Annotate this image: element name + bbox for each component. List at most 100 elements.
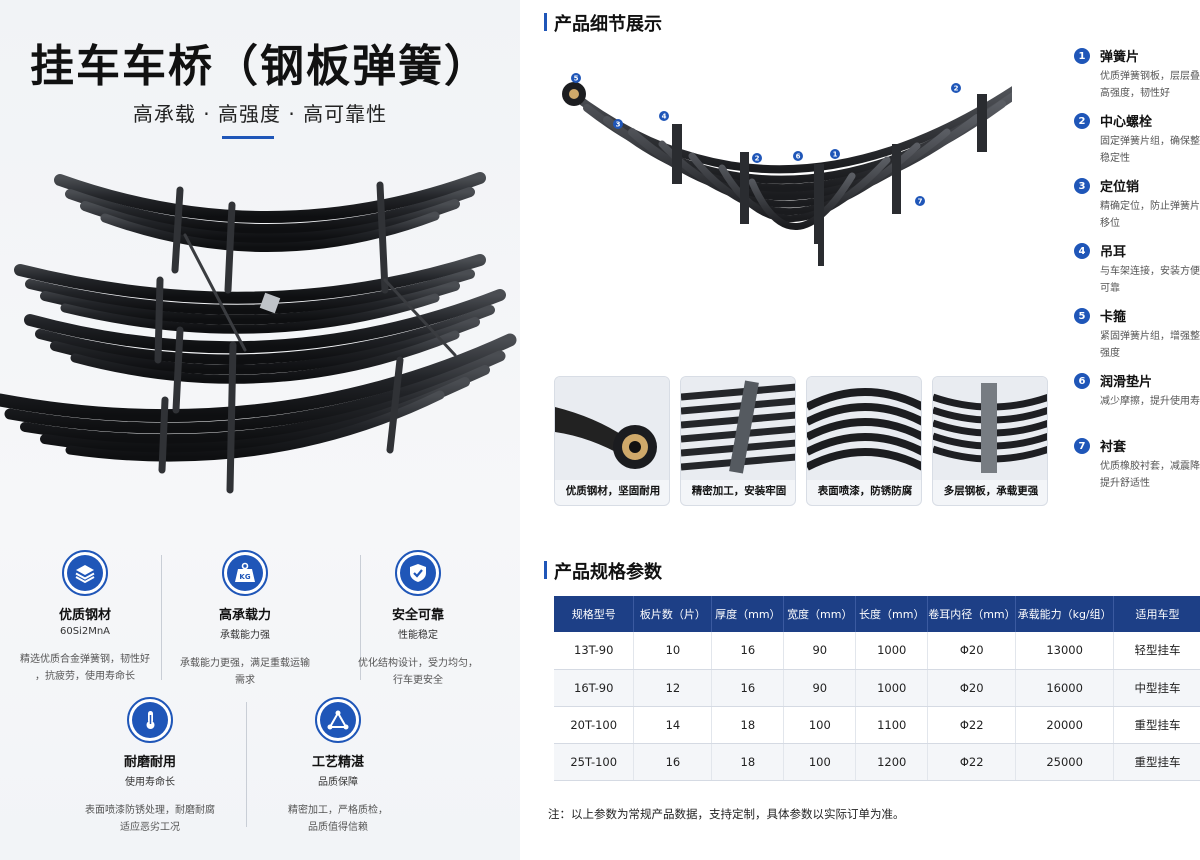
part-name: 卡箍 <box>1100 310 1127 325</box>
page-title: 挂车车桥（钢板弹簧） <box>30 41 490 92</box>
table-cell: 20000 <box>1015 706 1115 744</box>
part-number-badge: 1 <box>1074 48 1090 64</box>
triangle-nodes-icon <box>315 697 361 743</box>
feature-sub: 60Si2MnA <box>59 626 111 637</box>
feature-sub: 使用寿命长 <box>125 777 175 788</box>
clamp-closeup-image <box>681 377 795 480</box>
thermometer-icon <box>127 697 173 743</box>
part-number-badge: 2 <box>1074 113 1090 129</box>
feature-desc: 精密加工，严格质检， 品质值得信赖 <box>288 805 388 833</box>
feature-sub: 承载能力强 <box>220 630 270 641</box>
part-desc: 精确定位，防止弹簧片移位 <box>1100 201 1200 229</box>
weight-kg-icon: KG <box>222 550 268 596</box>
part-desc: 优质弹簧钢板，层层叠加高强度，韧性好 <box>1100 71 1200 99</box>
table-cell: 25T-100 <box>554 743 635 781</box>
part-number-badge: 6 <box>1074 373 1090 389</box>
table-cell: 重型挂车 <box>1113 706 1200 744</box>
thumbnail-caption: 多层钢板，承载更强 <box>943 485 1039 497</box>
part-number-badge: 4 <box>1074 243 1090 259</box>
column-header: 规格型号 <box>554 596 635 632</box>
table-cell: 20T-100 <box>554 706 635 744</box>
feature-safety: 安全可靠 性能稳定 优化结构设计，受力均匀， 行车更安全 <box>343 550 493 689</box>
spring-eye-closeup-image <box>555 377 669 480</box>
feature-name: 优质钢材 <box>58 608 111 623</box>
svg-text:1: 1 <box>833 151 838 159</box>
column-header: 板片数（片） <box>633 596 713 632</box>
title-divider <box>222 136 274 139</box>
divider <box>246 702 247 827</box>
table-cell: 90 <box>783 669 857 707</box>
feature-sub: 品质保障 <box>318 777 358 788</box>
part-desc: 减少摩擦，提升使用寿命 <box>1100 396 1200 407</box>
part-number-badge: 3 <box>1074 178 1090 194</box>
painted-surface-closeup-image <box>807 377 921 480</box>
part-name: 润滑垫片 <box>1100 375 1153 390</box>
feature-name: 工艺精湛 <box>311 755 364 770</box>
layers-icon <box>62 550 108 596</box>
table-cell: 14 <box>633 706 713 744</box>
svg-text:5: 5 <box>574 75 579 83</box>
part-desc: 优质橡胶衬套，减震降噪提升舒适性 <box>1100 461 1200 489</box>
multi-leaf-closeup-image <box>933 377 1047 480</box>
parts-list: 1 弹簧片 优质弹簧钢板，层层叠加高强度，韧性好 2 中心螺栓 固定弹簧片组，确… <box>1074 46 1200 501</box>
part-item: 3 定位销 精确定位，防止弹簧片移位 <box>1074 176 1200 241</box>
column-header: 宽度（mm） <box>783 596 857 632</box>
table-cell: 中型挂车 <box>1113 669 1200 707</box>
part-number-badge: 7 <box>1074 438 1090 454</box>
column-header: 厚度（mm） <box>711 596 785 632</box>
column-header: 适用车型 <box>1113 596 1200 632</box>
svg-text:7: 7 <box>918 198 923 206</box>
feature-durable: 耐磨耐用 使用寿命长 表面喷漆防锈处理，耐磨耐腐 适应恶劣工况 <box>75 697 225 836</box>
part-name: 中心螺栓 <box>1100 115 1153 130</box>
spec-header-row: 规格型号 板片数（片） 厚度（mm） 宽度（mm） 长度（mm） 卷耳内径（mm… <box>554 596 1200 632</box>
divider <box>161 555 162 680</box>
part-name: 吊耳 <box>1100 245 1127 260</box>
part-name: 衬套 <box>1100 440 1127 455</box>
spec-table: 规格型号 板片数（片） 厚度（mm） 宽度（mm） 长度（mm） 卷耳内径（mm… <box>554 596 1200 781</box>
svg-text:2: 2 <box>755 155 760 163</box>
table-cell: 18 <box>711 706 785 744</box>
leaf-spring-stack-image <box>0 172 517 494</box>
thumbnail-caption: 优质钢材，坚固耐用 <box>565 485 661 497</box>
table-cell: 13000 <box>1015 632 1115 670</box>
table-cell: Φ22 <box>927 706 1017 744</box>
table-cell: Φ20 <box>927 632 1017 670</box>
part-item: 7 衬套 优质橡胶衬套，减震降噪提升舒适性 <box>1074 436 1200 501</box>
detail-thumbnails: 优质钢材，坚固耐用 精密加工，安装牢固 表面喷漆，防锈防腐 多层钢板，承载更 <box>554 376 1050 506</box>
part-item: 5 卡箍 紧固弹簧片组，增强整体强度 <box>1074 306 1200 371</box>
feature-desc: 优化结构设计，受力均匀， 行车更安全 <box>358 658 478 686</box>
part-desc: 与车架连接，安装方便可靠 <box>1100 266 1200 294</box>
table-cell: 90 <box>783 632 857 670</box>
page-subtitle: 高承载 · 高强度 · 高可靠性 <box>132 102 388 126</box>
table-cell: 重型挂车 <box>1113 743 1200 781</box>
svg-text:6: 6 <box>796 153 801 161</box>
table-cell: 18 <box>711 743 785 781</box>
part-name: 定位销 <box>1100 180 1140 195</box>
table-cell: 100 <box>783 743 857 781</box>
table-cell: 1200 <box>855 743 929 781</box>
thumbnail-card: 表面喷漆，防锈防腐 <box>806 376 922 506</box>
svg-text:2: 2 <box>954 85 959 93</box>
table-cell: 100 <box>783 706 857 744</box>
table-cell: 1000 <box>855 669 929 707</box>
part-item: 1 弹簧片 优质弹簧钢板，层层叠加高强度，韧性好 <box>1074 46 1200 111</box>
feature-craft: 工艺精湛 品质保障 精密加工，严格质检， 品质值得信赖 <box>263 697 413 836</box>
svg-text:3: 3 <box>616 121 621 129</box>
spec-section-title: 产品规格参数 <box>544 558 662 584</box>
feature-desc: 精选优质合金弹簧钢，韧性好 ，抗疲劳，使用寿命长 <box>20 654 150 682</box>
thumbnail-caption: 精密加工，安装牢固 <box>691 485 787 497</box>
table-cell: 16 <box>711 669 785 707</box>
table-row: 20T-100 14 18 100 1100 Φ22 20000 重型挂车 <box>554 706 1200 744</box>
feature-name: 高承载力 <box>218 608 271 623</box>
feature-steel: 优质钢材 60Si2MnA 精选优质合金弹簧钢，韧性好 ，抗疲劳，使用寿命长 <box>10 550 160 685</box>
table-cell: 轻型挂车 <box>1113 632 1200 670</box>
part-number-badge: 5 <box>1074 308 1090 324</box>
left-panel: 挂车车桥（钢板弹簧） 高承载 · 高强度 · 高可靠性 <box>0 0 520 860</box>
column-header: 长度（mm） <box>855 596 929 632</box>
part-name: 弹簧片 <box>1100 50 1140 65</box>
svg-text:4: 4 <box>662 113 667 121</box>
table-row: 25T-100 16 18 100 1200 Φ22 25000 重型挂车 <box>554 743 1200 781</box>
shield-check-icon <box>395 550 441 596</box>
feature-name: 耐磨耐用 <box>123 755 176 770</box>
feature-desc: 承载能力更强，满足重载运输 需求 <box>180 658 310 686</box>
